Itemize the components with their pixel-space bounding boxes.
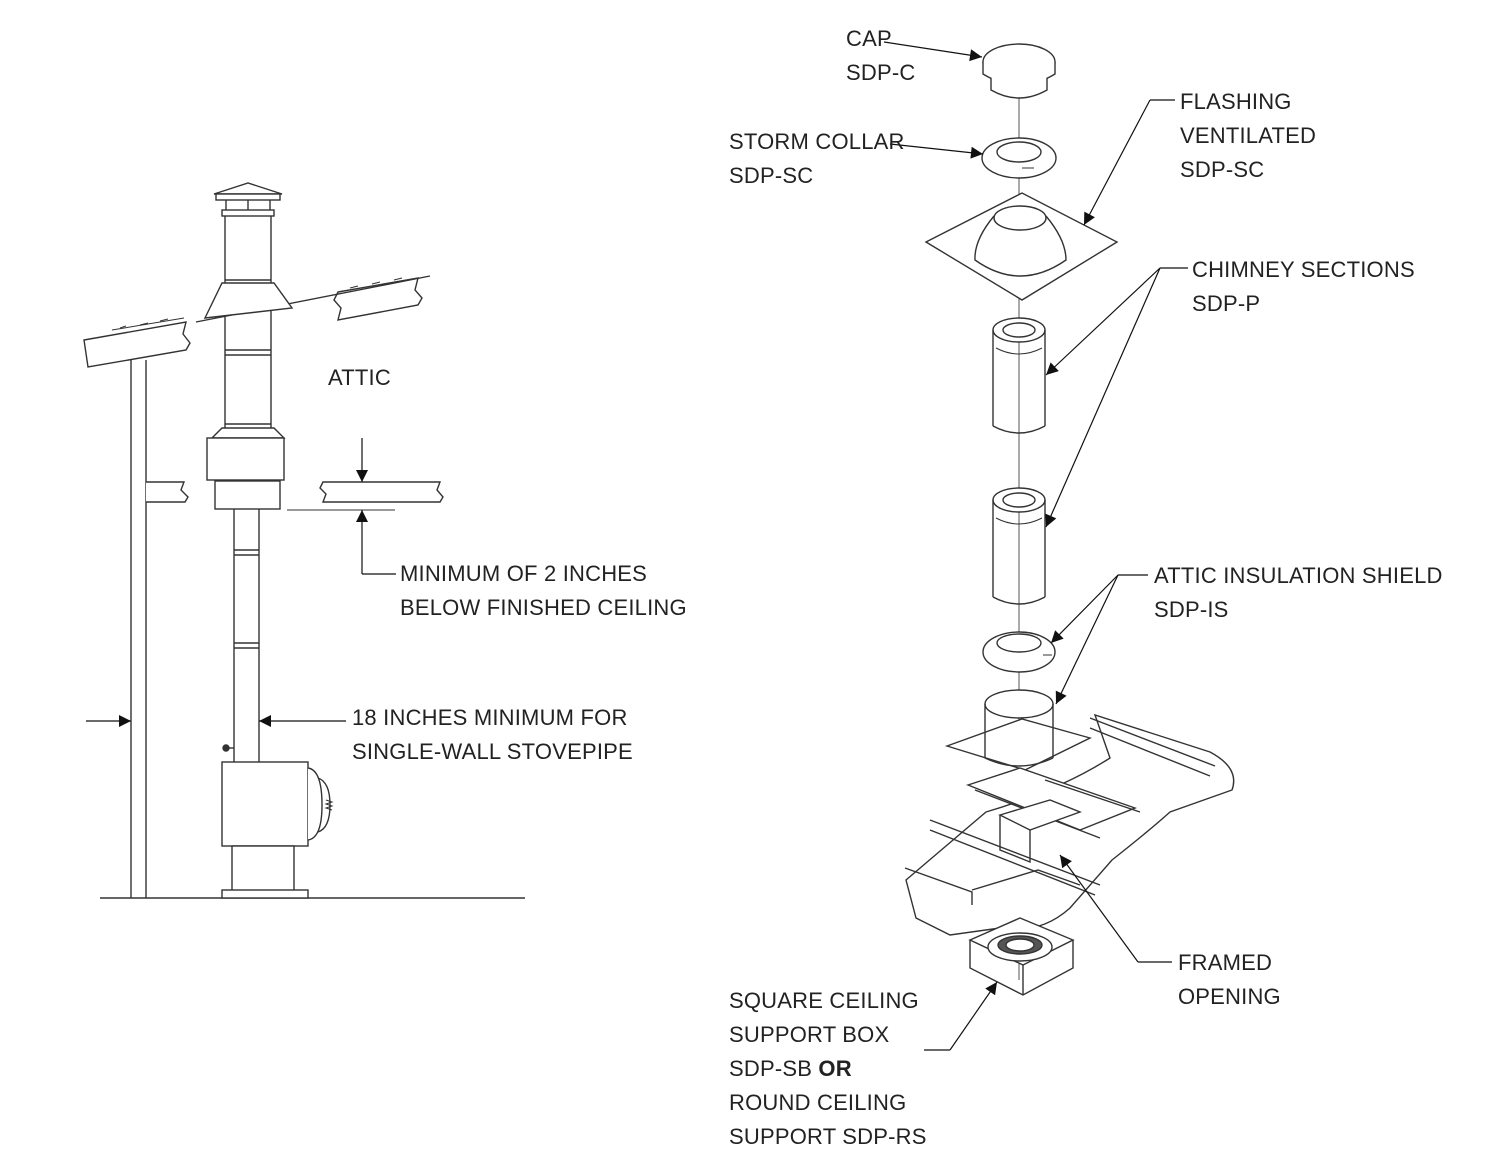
ceiling-joist-left xyxy=(146,481,189,503)
ceiling-support-label: SQUARE CEILING SUPPORT BOX SDP-SB OR ROU… xyxy=(729,984,927,1154)
insulation-shield-cylinder xyxy=(944,689,1092,771)
flashing-label: FLASHING VENTILATED SDP-SC xyxy=(1180,85,1316,187)
support-box-code: SDP-SB xyxy=(729,1056,813,1081)
framed-opening-label: FRAMED OPENING xyxy=(1178,946,1281,1014)
house-wall xyxy=(130,360,147,898)
roof-left xyxy=(83,317,191,368)
ceiling-support-line-5: SUPPORT SDP-RS xyxy=(729,1124,927,1149)
min-2-inches-line-2: BELOW FINISHED CEILING xyxy=(400,595,687,620)
chimney-sections-line-1: CHIMNEY SECTIONS xyxy=(1192,257,1415,282)
chimney-cap-left xyxy=(213,182,283,217)
single-wall-stovepipe xyxy=(222,509,260,762)
right-exploded-view xyxy=(904,43,1235,996)
ceiling-joist-right xyxy=(319,481,444,503)
chimney-sections-label: CHIMNEY SECTIONS SDP-P xyxy=(1192,253,1415,321)
ceiling-support-line-2: SUPPORT BOX xyxy=(729,1022,890,1047)
min-18-inches-label: 18 INCHES MINIMUM FOR SINGLE-WALL STOVEP… xyxy=(352,701,633,769)
chimney-section-2 xyxy=(992,487,1046,605)
ceiling-support-line-1: SQUARE CEILING xyxy=(729,988,919,1013)
left-stove-installation xyxy=(83,182,525,899)
cap-label-line-1: CAP xyxy=(846,26,892,51)
storm-collar-part xyxy=(981,137,1057,179)
square-ceiling-support-box xyxy=(968,917,1075,996)
framed-opening-line-1: FRAMED xyxy=(1178,950,1273,975)
ceiling-support-box-left xyxy=(206,427,286,510)
chimney-section-1 xyxy=(992,317,1046,434)
framed-opening-line-2: OPENING xyxy=(1178,984,1281,1009)
flashing-line-3: SDP-SC xyxy=(1180,157,1265,182)
min-2-inches-label: MINIMUM OF 2 INCHES BELOW FINISHED CEILI… xyxy=(400,557,687,625)
attic-text: ATTIC xyxy=(328,365,391,390)
right-leader-lines xyxy=(883,41,1188,1051)
min-2-inches-line-1: MINIMUM OF 2 INCHES xyxy=(400,561,648,586)
attic-label: ATTIC xyxy=(328,361,391,395)
ceiling-support-line-4: ROUND CEILING xyxy=(729,1090,907,1115)
attic-insulation-shield-line-2: SDP-IS xyxy=(1154,597,1229,622)
left-dimension-arrows xyxy=(86,438,396,727)
flashing-line-2: VENTILATED xyxy=(1180,123,1317,148)
chimney-pipe-left xyxy=(224,216,272,432)
framed-opening-joists xyxy=(904,713,1235,936)
chimney-sections-line-2: SDP-P xyxy=(1192,291,1261,316)
insulation-shield-collar xyxy=(982,631,1056,673)
attic-insulation-shield-label: ATTIC INSULATION SHIELD SDP-IS xyxy=(1154,559,1443,627)
flashing-left xyxy=(203,282,294,319)
min-18-inches-line-2: SINGLE-WALL STOVEPIPE xyxy=(352,739,633,764)
attic-insulation-shield-line-1: ATTIC INSULATION SHIELD xyxy=(1154,563,1443,588)
flashing-part xyxy=(924,192,1119,301)
min-18-inches-line-1: 18 INCHES MINIMUM FOR xyxy=(352,705,628,730)
support-or-word: OR xyxy=(818,1056,852,1081)
cap-part xyxy=(982,43,1056,99)
ceiling-support-line-3: SDP-SB OR xyxy=(729,1052,927,1086)
flashing-line-1: FLASHING xyxy=(1180,89,1292,114)
storm-collar-line-1: STORM COLLAR xyxy=(729,129,905,154)
cap-label: CAP SDP-C xyxy=(846,22,915,90)
storm-collar-line-2: SDP-SC xyxy=(729,163,814,188)
wood-stove xyxy=(221,761,334,899)
cap-label-line-2: SDP-C xyxy=(846,60,916,85)
storm-collar-label: STORM COLLAR SDP-SC xyxy=(729,125,905,193)
